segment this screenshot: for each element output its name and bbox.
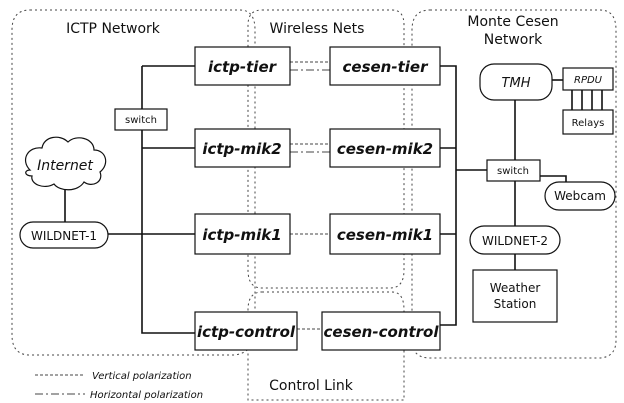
svg-text:switch: switch xyxy=(497,166,529,177)
svg-text:cesen-mik1: cesen-mik1 xyxy=(337,226,433,244)
wireless-nets-title: Wireless Nets xyxy=(270,21,365,37)
ictp-mik2-node: ictp-mik2 xyxy=(194,128,291,168)
ictp-tier-node: ictp-tier xyxy=(194,46,291,86)
monte-cesen-title-line1: Monte Cesen xyxy=(467,14,558,30)
svg-text:switch: switch xyxy=(125,115,157,126)
rpdu-node: RPDU xyxy=(562,67,614,91)
svg-text:Relays: Relays xyxy=(572,118,605,129)
svg-text:ictp-mik2: ictp-mik2 xyxy=(202,140,281,158)
left-bus-wire xyxy=(108,65,195,334)
legend: Vertical polarization Horizontal polariz… xyxy=(35,371,203,401)
ictp-network-zone xyxy=(11,9,256,356)
svg-text:ictp-control: ictp-control xyxy=(197,323,296,341)
svg-text:TMH: TMH xyxy=(502,76,531,91)
svg-text:ictp-tier: ictp-tier xyxy=(208,58,278,76)
svg-text:RPDU: RPDU xyxy=(574,75,603,86)
legend-vertical-label: Vertical polarization xyxy=(92,371,192,382)
tmh-node: TMH xyxy=(479,63,553,101)
control-link-title: Control Link xyxy=(269,378,354,394)
svg-text:WILDNET-2: WILDNET-2 xyxy=(482,234,548,248)
webcam-node: Webcam xyxy=(544,181,616,211)
monte-cesen-title-line2: Network xyxy=(484,32,543,48)
ictp-mik1-node: ictp-mik1 xyxy=(194,213,291,255)
svg-text:WILDNET-1: WILDNET-1 xyxy=(31,229,97,243)
svg-text:ictp-mik1: ictp-mik1 xyxy=(202,226,281,244)
cesen-control-node: cesen-control xyxy=(321,311,441,351)
svg-text:cesen-control: cesen-control xyxy=(324,323,440,341)
svg-text:Webcam: Webcam xyxy=(554,189,606,203)
right-switch-node: switch xyxy=(486,159,541,182)
right-bus-wire xyxy=(440,65,487,326)
svg-text:cesen-mik2: cesen-mik2 xyxy=(337,140,433,158)
wildnet1-node: WILDNET-1 xyxy=(19,221,109,249)
internet-cloud: Internet xyxy=(25,136,107,191)
cesen-mik2-node: cesen-mik2 xyxy=(329,128,441,168)
rpdu-relays-wires xyxy=(571,90,603,110)
wildnet2-node: WILDNET-2 xyxy=(469,225,561,255)
ictp-network-title: ICTP Network xyxy=(66,21,161,37)
svg-text:Internet: Internet xyxy=(37,158,93,174)
left-switch-node: switch xyxy=(114,108,168,131)
ictp-control-node: ictp-control xyxy=(194,311,298,351)
svg-text:Station: Station xyxy=(494,297,537,311)
svg-text:Weather: Weather xyxy=(490,281,541,295)
cesen-mik1-node: cesen-mik1 xyxy=(329,213,441,255)
cesen-tier-node: cesen-tier xyxy=(329,46,441,86)
legend-horizontal-label: Horizontal polarization xyxy=(90,390,203,401)
svg-text:cesen-tier: cesen-tier xyxy=(343,58,430,76)
control-link-zone xyxy=(247,291,405,401)
weather-station-node: Weather Station xyxy=(472,269,558,323)
switch-webcam-wire xyxy=(540,175,567,182)
relays-node: Relays xyxy=(562,109,614,135)
